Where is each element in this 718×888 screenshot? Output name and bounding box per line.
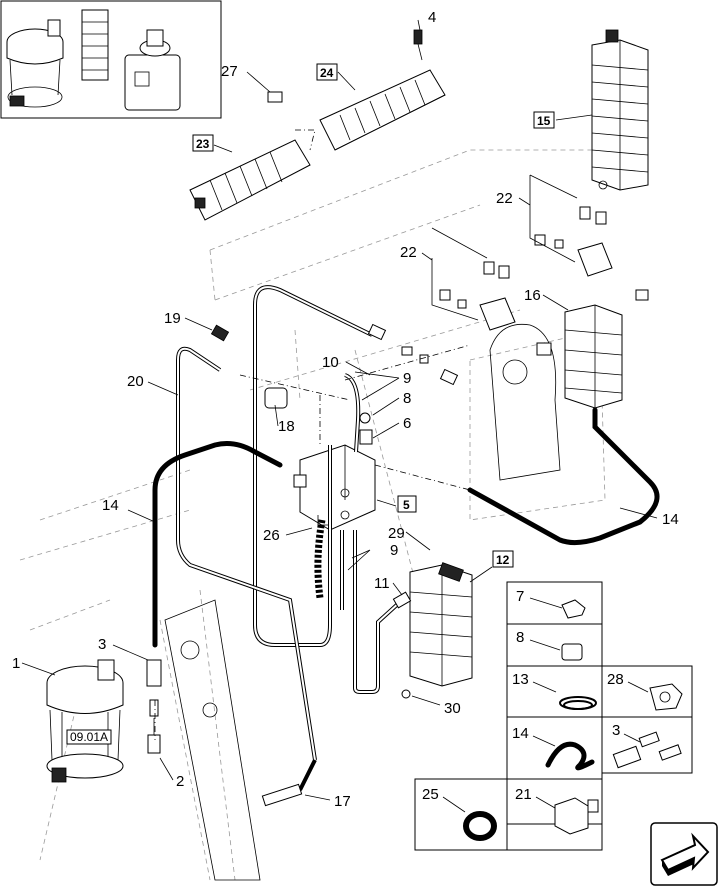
chassis-outline xyxy=(19,149,610,881)
mounting-bracket xyxy=(164,323,561,881)
legend-13: 13 xyxy=(512,671,529,688)
reference-tag: 09.01A xyxy=(70,730,108,744)
next-page-button[interactable] xyxy=(650,822,718,886)
spiral-hose-26 xyxy=(314,519,326,599)
callout-22-right: 22 xyxy=(496,190,513,207)
parts-legend: 7 8 13 28 14 3 25 21 xyxy=(414,581,693,851)
callout-leaders xyxy=(21,19,658,801)
distributor-15 xyxy=(591,29,649,191)
legend-3: 3 xyxy=(612,722,620,739)
legend-14: 14 xyxy=(512,725,529,742)
overview-inset xyxy=(0,0,222,119)
distributor-16 xyxy=(564,304,623,409)
callout-12: 12 xyxy=(496,553,510,567)
callout-23: 23 xyxy=(196,137,210,151)
callout-14-left: 14 xyxy=(102,497,119,514)
callout-24: 24 xyxy=(320,66,334,80)
callout-6: 6 xyxy=(403,415,411,432)
legend-21: 21 xyxy=(515,786,532,803)
callout-4: 4 xyxy=(428,9,436,26)
callout-17: 17 xyxy=(334,793,351,810)
callout-26: 26 xyxy=(263,527,280,544)
callout-5: 5 xyxy=(403,498,410,512)
callout-14-right: 14 xyxy=(662,511,679,528)
fitting-set-22a xyxy=(439,261,516,331)
pipework xyxy=(146,91,552,807)
callout-3: 3 xyxy=(98,636,106,653)
legend-7: 7 xyxy=(516,588,524,605)
callout-29: 29 xyxy=(388,525,405,542)
distributor-23 xyxy=(189,139,311,221)
callout-19: 19 xyxy=(164,310,181,327)
leader-brackets xyxy=(431,174,578,321)
callout-2: 2 xyxy=(176,773,184,790)
arrow-next-icon xyxy=(660,832,710,876)
callout-15: 15 xyxy=(537,114,551,128)
valve-block-5 xyxy=(293,444,376,531)
callout-10: 10 xyxy=(322,354,339,371)
distributor-12 xyxy=(409,562,473,687)
callout-30: 30 xyxy=(444,700,461,717)
callout-1: 1 xyxy=(12,655,20,672)
assembly-lines xyxy=(154,129,471,740)
callout-22-left: 22 xyxy=(400,244,417,261)
callout-16: 16 xyxy=(524,287,541,304)
callout-9-lower: 9 xyxy=(390,542,398,559)
callout-9-upper: 9 xyxy=(403,370,411,387)
legend-8: 8 xyxy=(516,629,524,646)
distributor-24 xyxy=(319,29,446,151)
legend-25: 25 xyxy=(422,786,439,803)
hose-14 xyxy=(152,407,660,648)
callout-18: 18 xyxy=(278,418,295,435)
callout-20: 20 xyxy=(127,373,144,390)
callout-27: 27 xyxy=(221,63,238,80)
reservoir-1 xyxy=(46,659,124,783)
callout-11: 11 xyxy=(374,575,390,592)
legend-28: 28 xyxy=(607,671,624,688)
fitting-set-22b xyxy=(534,206,649,301)
callout-numbers: 1 2 3 4 6 8 9 9 10 11 14 14 16 17 18 19 … xyxy=(12,9,679,810)
callout-8: 8 xyxy=(403,390,411,407)
boxed-callouts: 5 12 15 23 24 09.01A xyxy=(70,63,555,744)
